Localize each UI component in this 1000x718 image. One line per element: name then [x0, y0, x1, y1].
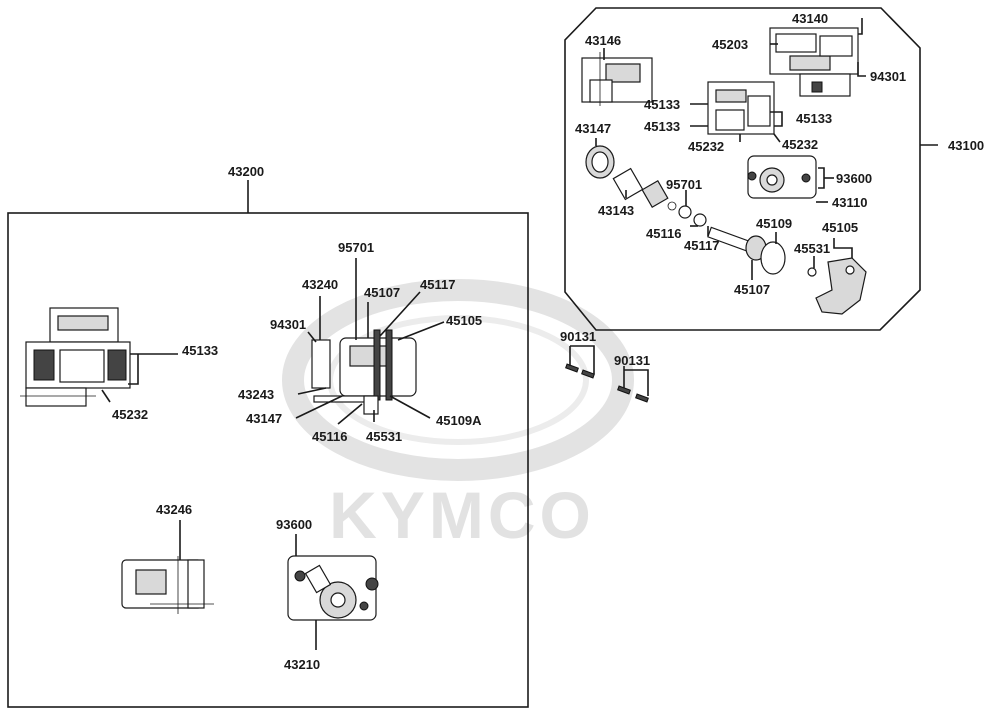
label-43146: 43146 [585, 33, 621, 48]
label-43143: 43143 [598, 203, 634, 218]
label-43110: 43110 [832, 195, 867, 210]
part-90131-bolts [565, 363, 649, 403]
label-45117-front: 45117 [420, 277, 455, 292]
label-45531-front: 45531 [366, 429, 402, 444]
rear-assembly-frame [564, 7, 921, 331]
front-assembly-frame [7, 212, 529, 708]
kymco-watermark: KYMCO [282, 279, 634, 552]
leader-lines [101, 18, 866, 650]
label-45531-rear: 45531 [794, 241, 830, 256]
assembly-number-43100: 43100 [948, 138, 984, 153]
label-45116-front: 45116 [312, 429, 347, 444]
part-45133-front-caliper [20, 307, 131, 407]
label-45133-front: 45133 [182, 343, 218, 358]
part-43140 [769, 27, 859, 97]
label-45105-front: 45105 [446, 313, 482, 328]
label-45107-rear: 45107 [734, 282, 770, 297]
part-45105-pad [815, 257, 867, 315]
label-43210: 43210 [284, 657, 320, 672]
label-45109A: 45109A [436, 413, 482, 428]
part-45531-clip [807, 267, 817, 277]
label-45133-rear-2: 45133 [644, 119, 680, 134]
part-93600 [747, 155, 817, 199]
label-95701-rear: 95701 [666, 177, 702, 192]
part-43146 [581, 52, 653, 106]
label-45133-rear-3: 45133 [796, 111, 832, 126]
label-90131-1: 90131 [560, 329, 596, 344]
label-43140: 43140 [792, 11, 828, 26]
part-43143 [585, 145, 669, 208]
label-45232-rear-1: 45232 [688, 139, 724, 154]
label-93600-rear: 93600 [836, 171, 872, 186]
label-45109-rear: 45109 [756, 216, 792, 231]
label-93600-front: 93600 [276, 517, 312, 532]
label-43246: 43246 [156, 502, 192, 517]
label-95701-front: 95701 [338, 240, 374, 255]
part-45116-washer [693, 213, 707, 227]
part-95701-ring [667, 201, 692, 219]
watermark-text: KYMCO [329, 478, 595, 552]
part-43240-caliper-exploded [311, 329, 417, 415]
part-43110 [707, 81, 775, 135]
label-90131-2: 90131 [614, 353, 650, 368]
label-45232-rear-2: 45232 [782, 137, 818, 152]
label-43243: 43243 [238, 387, 274, 402]
label-94301-rear: 94301 [870, 69, 906, 84]
label-45117-rear: 45117 [684, 238, 719, 253]
label-43240: 43240 [302, 277, 338, 292]
label-45107-front: 45107 [364, 285, 400, 300]
label-45133-rear-1: 45133 [644, 97, 680, 112]
part-45109-spring [760, 241, 786, 275]
label-45105-rear: 45105 [822, 220, 858, 235]
label-45203: 45203 [712, 37, 748, 52]
part-43210-caliper-body [287, 555, 379, 621]
part-labels: 43140 45203 94301 43146 45133 45133 4513… [112, 11, 906, 672]
label-43147-front: 43147 [246, 411, 282, 426]
assembly-number-43200: 43200 [228, 164, 264, 179]
label-45232-front: 45232 [112, 407, 148, 422]
label-94301-front: 94301 [270, 317, 306, 332]
label-45116-rear: 45116 [646, 226, 681, 241]
part-43246-bracket [121, 556, 214, 614]
label-43147-rear: 43147 [575, 121, 611, 136]
